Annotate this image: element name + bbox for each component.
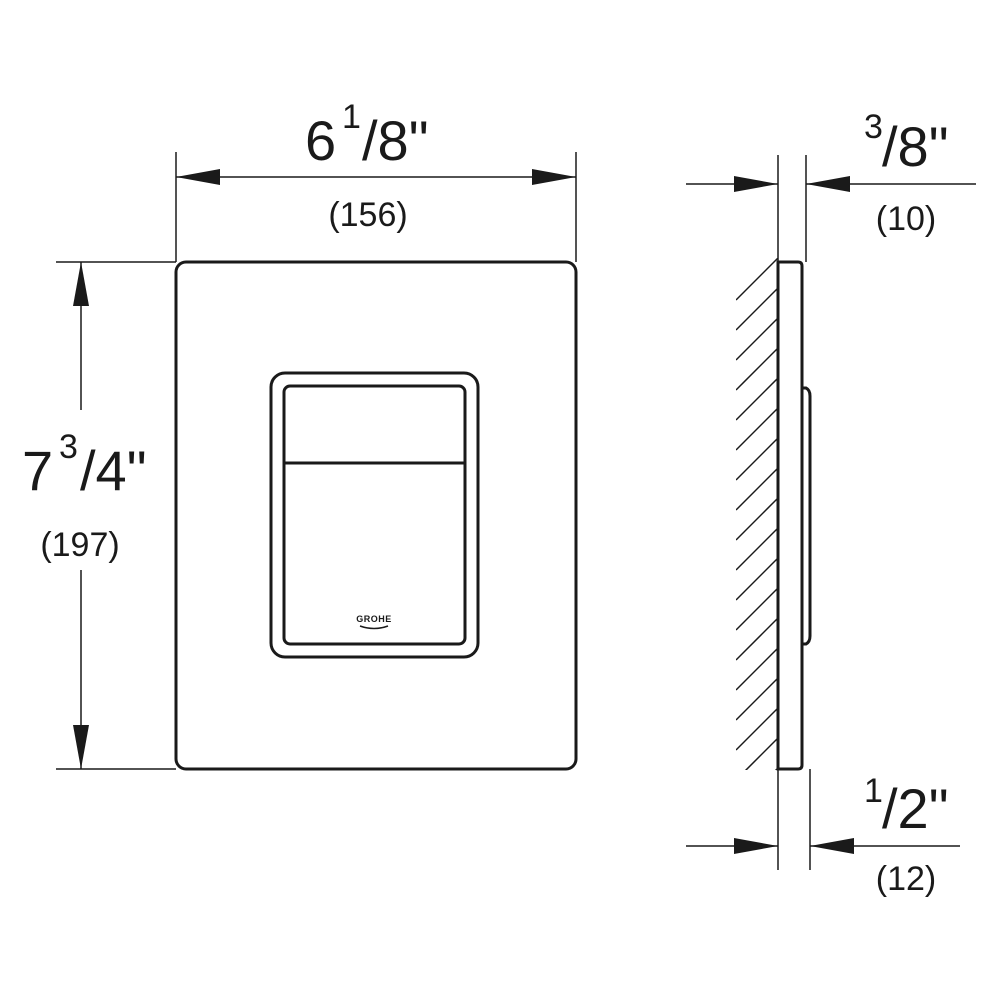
height-label-whole: 7: [22, 439, 53, 502]
button-frame-inner: [282, 384, 467, 646]
height-dimension: 7 3 /4" (197): [22, 261, 176, 770]
height-label-numerator: 3: [59, 428, 78, 466]
height-arrow-bottom: [73, 725, 89, 769]
thickness-top-mm: (10): [876, 200, 936, 238]
brand-logo-swoosh: [359, 625, 389, 630]
wall-hatching: [736, 258, 778, 770]
thickness-bottom-numerator: 1: [864, 772, 883, 810]
thickness-top-arrow-right: [806, 176, 850, 192]
button-profile: [802, 386, 812, 646]
thickness-bottom-dimension: 1 /2" (12): [686, 772, 960, 898]
button-frame-outer: [269, 371, 480, 659]
height-label-denominator: /4": [80, 439, 147, 502]
width-label-whole: 6: [305, 109, 336, 172]
width-label-mm: (156): [328, 196, 407, 234]
width-arrow-right: [532, 169, 576, 185]
height-arrow-top: [73, 262, 89, 306]
plate-outline: [174, 260, 578, 771]
thickness-top-numerator: 3: [864, 108, 883, 146]
height-label-mm: (197): [40, 526, 119, 564]
width-label-numerator: 1: [342, 98, 361, 136]
thickness-bottom-arrow-right: [810, 838, 854, 854]
thickness-top-dimension: 3 /8" (10): [686, 108, 976, 238]
thickness-bottom-denominator: /2": [882, 777, 949, 840]
width-arrow-left: [176, 169, 220, 185]
brand-logo: GROHE: [356, 614, 392, 624]
width-dimension: 6 1 /8" (156): [175, 98, 577, 262]
thickness-bottom-mm: (12): [876, 860, 936, 898]
thickness-bottom-arrow-left: [734, 838, 778, 854]
front-view: GROHE: [174, 260, 578, 771]
plate-profile: [776, 260, 804, 771]
side-view: [736, 155, 812, 870]
width-label-denominator: /8": [362, 109, 429, 172]
thickness-top-arrow-left: [734, 176, 778, 192]
thickness-top-denominator: /8": [882, 115, 949, 178]
